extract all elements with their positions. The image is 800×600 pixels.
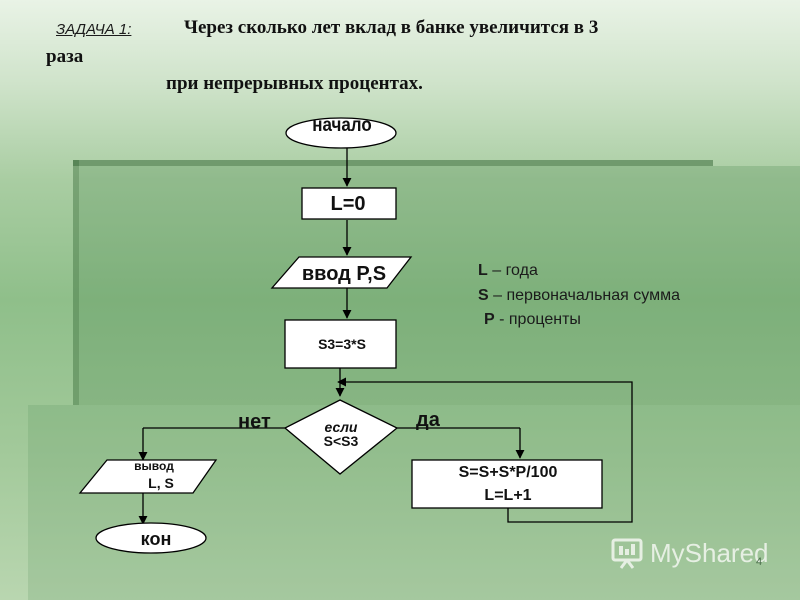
page-number: 4 [756, 556, 763, 568]
input-parallelogram [270, 256, 413, 289]
legend-desc: – года [487, 262, 538, 279]
loop-body-line1: S=S+S*P/100 [459, 464, 558, 481]
loop-body-line2: L=L+1 [484, 487, 531, 504]
output-line2: L, S [148, 475, 174, 491]
decision-line2: S<S3 [324, 433, 359, 449]
no-label: нет [238, 411, 271, 433]
task-title-line3: при непрерывных процентах. [166, 73, 423, 94]
assign-box [284, 319, 397, 369]
init-label: L=0 [330, 193, 365, 215]
legend-var: L [478, 262, 488, 279]
background-panel [79, 166, 800, 405]
panel-left-border [73, 160, 79, 405]
decision-line1: если [324, 419, 357, 435]
end-label: кон [141, 529, 172, 549]
input-label: ввод P,S [302, 263, 386, 285]
output-line1: вывод [134, 459, 174, 473]
legend-item-p: P - проценты [484, 311, 581, 329]
init-box [301, 187, 397, 220]
legend-var: S [478, 287, 489, 304]
presentation-icon [611, 538, 643, 569]
task-title-line1: Через сколько лет вклад в банке увеличит… [184, 17, 599, 38]
legend-var: P [484, 311, 495, 328]
start-terminal [285, 117, 397, 149]
legend-desc: – первоначальная сумма [488, 287, 680, 304]
task-label: ЗАДАЧА 1: [56, 21, 132, 38]
watermark-text: MyShared [650, 537, 769, 568]
legend-item-l: L – года [478, 262, 538, 280]
output-parallelogram [78, 459, 218, 494]
legend-item-s: S – первоначальная сумма [478, 287, 680, 305]
start-label: начало [312, 113, 372, 135]
loop-body-box [411, 459, 603, 509]
assign-label: S3=3*S [318, 336, 366, 352]
watermark: MyShared [610, 536, 769, 570]
connectors [138, 147, 633, 525]
yes-label: да [416, 409, 441, 431]
end-terminal [95, 522, 207, 554]
legend-desc: - проценты [494, 311, 581, 328]
task-title-line2: раза [46, 46, 84, 67]
panel-top-border [73, 160, 713, 166]
decision-diamond [283, 399, 399, 475]
